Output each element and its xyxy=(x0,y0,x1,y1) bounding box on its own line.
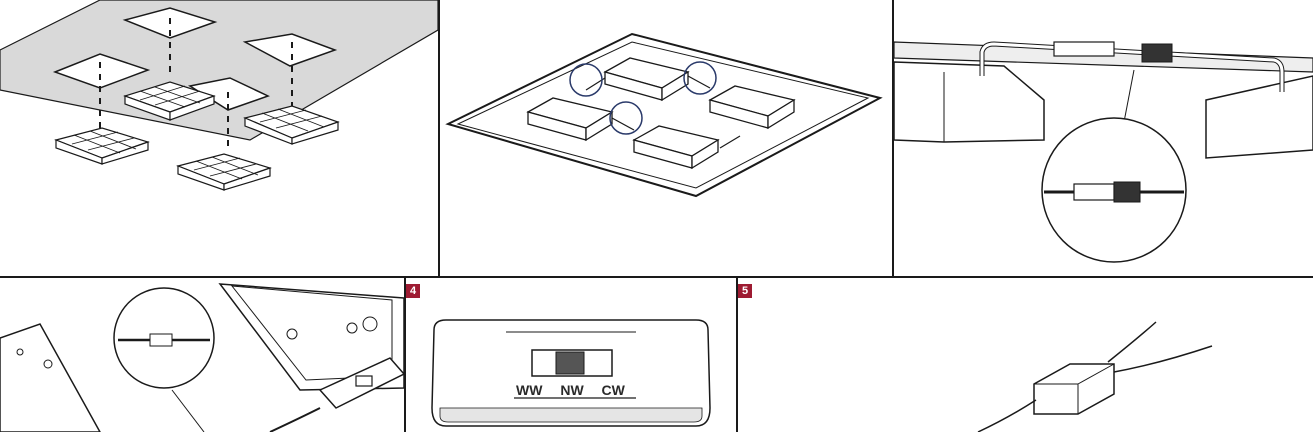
panel-driver-unit: 5 xyxy=(738,278,1313,432)
panel-driver-connection xyxy=(0,278,404,432)
switch-label-nw: NW xyxy=(560,382,584,398)
col-divider-top-1 xyxy=(438,0,440,277)
driver-connection-illustration xyxy=(0,283,404,432)
step-badge-4: 4 xyxy=(406,284,420,298)
panel-cct-switch: 4 WW NW CW xyxy=(406,278,736,432)
step-badge-5: 5 xyxy=(738,284,752,298)
col-divider-bottom-1 xyxy=(404,278,406,432)
col-divider-bottom-2 xyxy=(736,278,738,432)
panel-ceiling-exploded xyxy=(0,0,438,276)
switch-position-labels: WW NW CW xyxy=(516,382,639,398)
cct-switch-illustration xyxy=(431,319,711,427)
ceiling-exploded-illustration xyxy=(0,0,438,191)
panel-driver-layout xyxy=(440,0,892,276)
panel-connector-detail xyxy=(894,0,1313,276)
col-divider-top-2 xyxy=(892,0,894,277)
driver-unit-illustration xyxy=(977,321,1213,432)
switch-label-cw: CW xyxy=(601,382,625,398)
driver-layout-illustration xyxy=(445,32,883,198)
row-divider xyxy=(0,276,1313,278)
connector-detail-illustration xyxy=(894,41,1313,263)
switch-label-ww: WW xyxy=(516,382,543,398)
